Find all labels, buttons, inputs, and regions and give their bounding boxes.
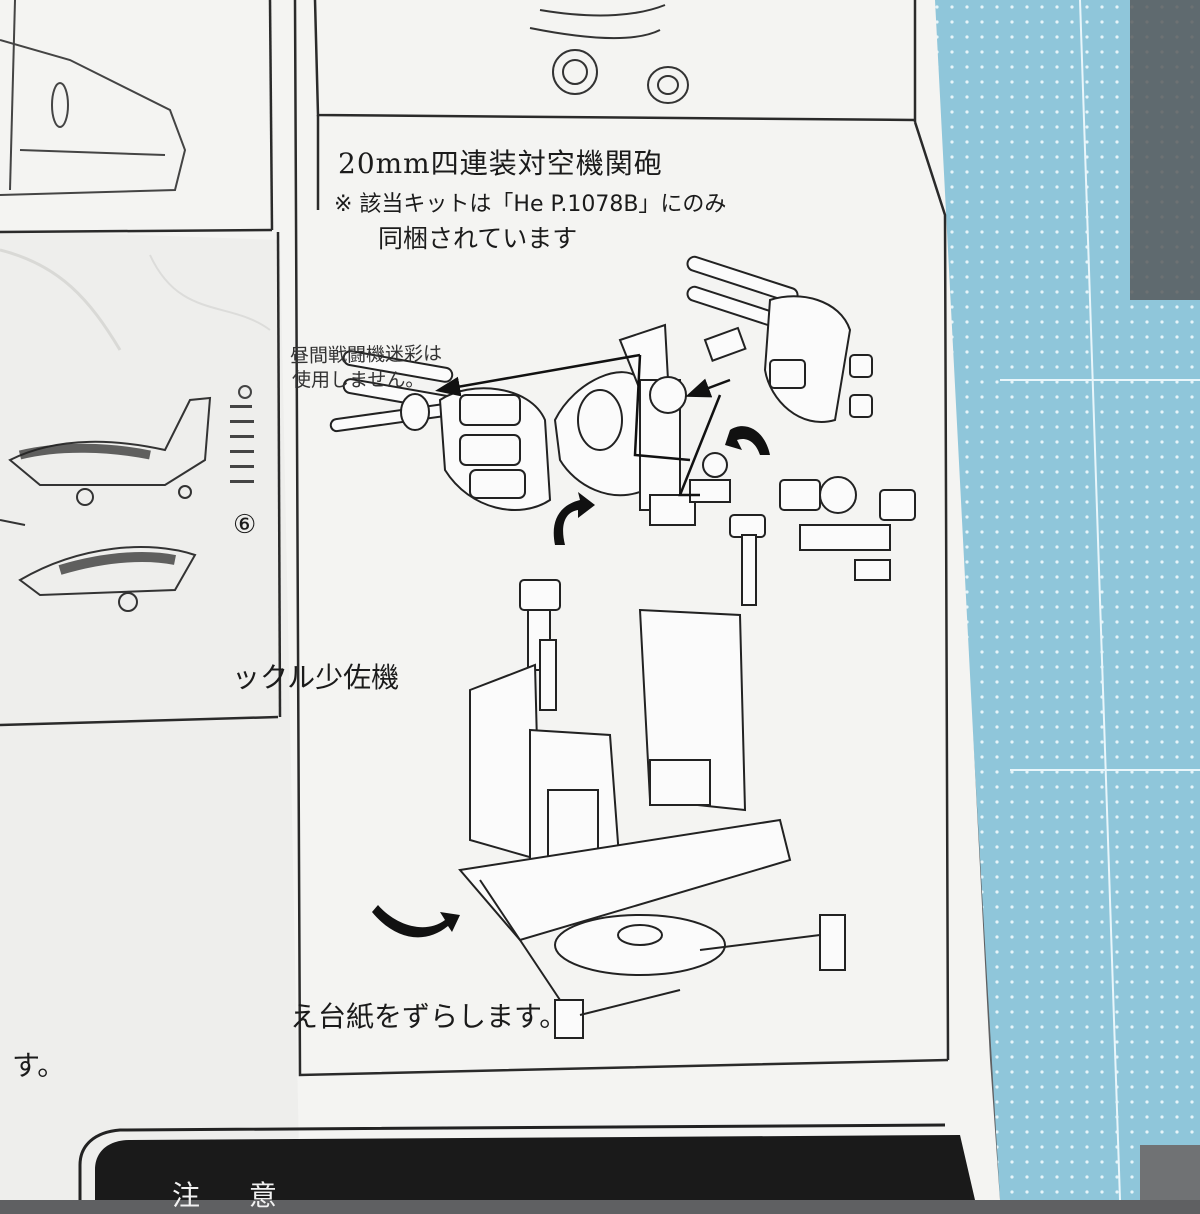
cutting-mat xyxy=(930,0,1200,1200)
section-title: 20mm四連装対空機関砲 xyxy=(338,147,663,180)
pilot-name-label: ックル少佐機 xyxy=(232,661,400,694)
section-note-line1: ※ 該当キットは「He P.1078B」にのみ xyxy=(334,192,727,217)
left-note-line1: 昼間戦闘機迷彩は xyxy=(289,342,443,368)
section-note-line2: 同梱されています xyxy=(378,224,578,253)
small-parts-illustration xyxy=(729,476,916,606)
left-note-line2: 使用しません。 xyxy=(292,369,425,391)
bottom-text-line1: え台紙をずらします。 xyxy=(290,1000,568,1033)
decal-marks xyxy=(230,385,254,483)
step-number: ⑥ xyxy=(233,510,257,540)
aircraft-illustration-side xyxy=(0,396,212,612)
rotation-arrow-icon xyxy=(372,426,770,938)
aircraft-illustration-top xyxy=(0,0,187,196)
gun-assembly-illustration xyxy=(329,255,873,526)
warning-band xyxy=(78,1123,975,1200)
warning-label: 注 意 xyxy=(172,1179,297,1212)
parts-illustration-top xyxy=(529,4,689,104)
bottom-text-line2: す。 xyxy=(12,1049,66,1082)
mount-base-illustration xyxy=(458,579,846,1039)
instruction-sheet xyxy=(0,0,1000,1200)
assembly-arrow-icon xyxy=(435,353,731,497)
panel-borders xyxy=(0,0,950,1077)
